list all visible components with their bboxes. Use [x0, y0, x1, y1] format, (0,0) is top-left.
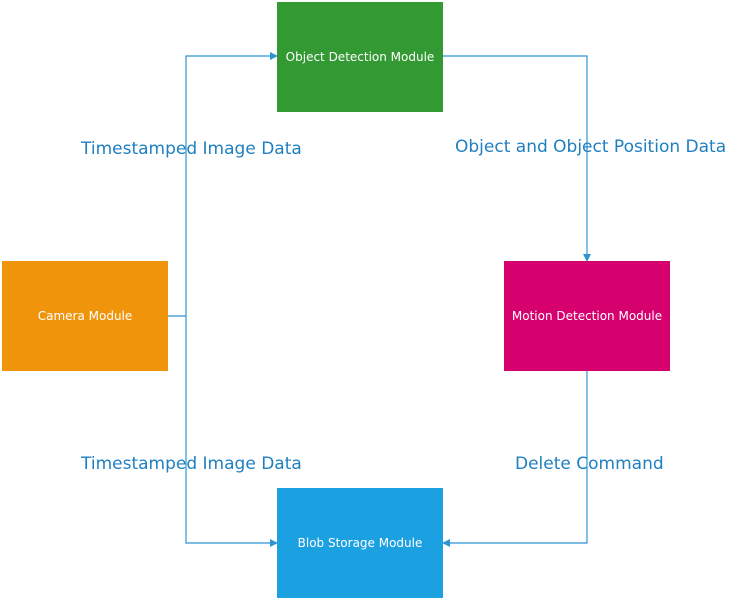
blob-storage-module-box: Blob Storage Module	[277, 488, 443, 598]
edge-label-motion-to-blob-storage: Delete Command	[515, 454, 664, 474]
edge-label-camera-to-object-detection: Timestamped Image Data	[81, 139, 302, 159]
connector-camera-to-blob-storage	[185, 316, 278, 547]
motion-detection-module-box: Motion Detection Module	[504, 261, 670, 371]
edge-label-camera-to-blob-storage: Timestamped Image Data	[81, 454, 302, 474]
connector-object-detection-to-motion-detection	[443, 55, 591, 262]
object-detection-module-label: Object Detection Module	[285, 50, 435, 64]
connector-motion-detection-to-blob-storage	[442, 371, 588, 547]
edge-label-object-to-motion-detection: Object and Object Position Data	[455, 137, 727, 157]
blob-storage-module-label: Blob Storage Module	[297, 536, 423, 550]
camera-module-label: Camera Module	[37, 309, 133, 323]
motion-detection-module-label: Motion Detection Module	[511, 309, 663, 323]
object-detection-module-box: Object Detection Module	[277, 2, 443, 112]
connector-camera-to-object-detection	[168, 52, 278, 317]
camera-module-box: Camera Module	[2, 261, 168, 371]
